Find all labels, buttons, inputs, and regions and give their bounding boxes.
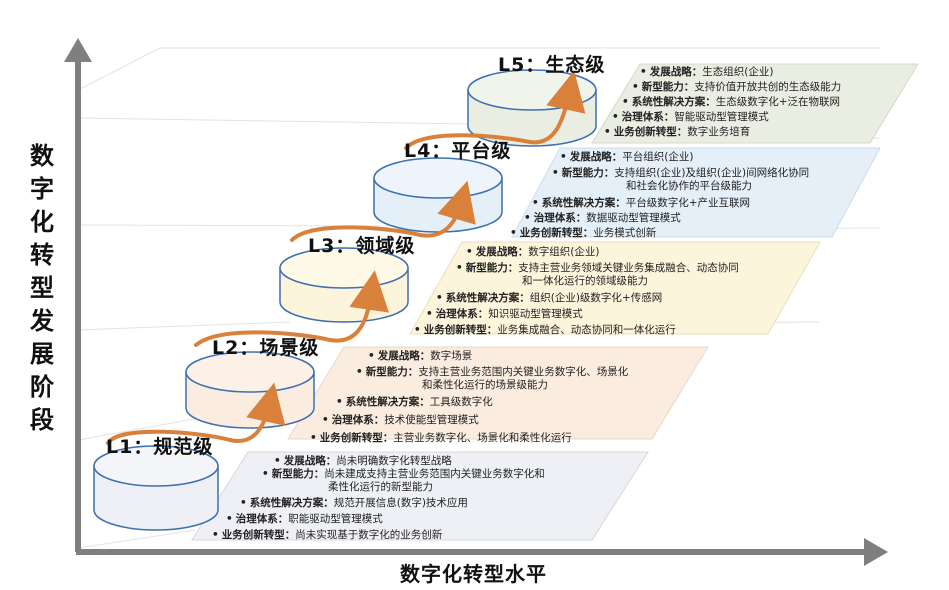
y-axis-label: 数 字 化 转 型 发 展 阶 段 bbox=[30, 142, 54, 434]
arrow-l4-l5-icon bbox=[404, 70, 586, 150]
list-item: •发展战略：数字组织(企业) bbox=[466, 246, 600, 258]
list-item: •系统性解决方案：工具级数字化 bbox=[336, 396, 493, 408]
arrow-l2-l3-icon bbox=[194, 270, 389, 347]
list-item-continuation: 和社会化协作的平台级能力 bbox=[626, 180, 752, 192]
list-item-continuation: 柔性化运行的新型能力 bbox=[328, 481, 433, 493]
level-title-l4: L4：平台级 bbox=[404, 140, 512, 162]
list-item: •系统性解决方案：平台级数字化+产业互联网 bbox=[532, 197, 751, 209]
list-item: •治理体系：智能驱动型管理模式 bbox=[612, 111, 769, 123]
panel-text-l3: •发展战略：数字组织(企业) •新型能力：支持主营业务领域关键业务集成融合、动态… bbox=[414, 246, 739, 337]
list-item: •治理体系：数据驱动型管理模式 bbox=[524, 212, 681, 224]
list-item: •治理体系：技术使能型管理模式 bbox=[322, 414, 479, 426]
list-item: •业务创新转型：主营业务数字化、场景化和柔性化运行 bbox=[310, 432, 572, 444]
x-axis-arrow-icon bbox=[864, 538, 888, 566]
list-item: •业务创新转型：尚未实现基于数字化的业务创新 bbox=[212, 529, 443, 541]
cylinder-l2 bbox=[185, 351, 315, 429]
list-item: •新型能力：支持组织(企业)及组织(企业)间网络化协同 bbox=[552, 167, 810, 179]
cylinder-l1 bbox=[93, 445, 219, 531]
list-item: •治理体系：知识驱动型管理模式 bbox=[426, 308, 583, 320]
list-item: •发展战略：平台组织(企业) bbox=[560, 151, 694, 163]
list-item-continuation: 和一体化运行的领域级能力 bbox=[522, 275, 648, 287]
list-item: •新型能力：支持主营业务范围内关键业务数字化、场景化 bbox=[356, 366, 629, 378]
panel-l3 bbox=[409, 241, 821, 335]
list-item: •发展战略：数字场景 bbox=[368, 350, 473, 362]
arrow-l3-l4-icon bbox=[290, 180, 476, 242]
list-item: •系统性解决方案：规范开展信息(数字)技术应用 bbox=[240, 497, 468, 509]
arrow-l1-l2-icon bbox=[106, 382, 286, 445]
panel-text-l4: •发展战略：平台组织(企业) •新型能力：支持组织(企业)及组织(企业)间网络化… bbox=[510, 151, 809, 240]
level-title-l5: L5：生态级 bbox=[498, 54, 606, 76]
list-item: •治理体系：职能驱动型管理模式 bbox=[226, 513, 383, 525]
cylinder-l4 bbox=[373, 157, 503, 233]
x-axis-label: 数字化转型水平 bbox=[400, 562, 547, 586]
level-title-l3: L3：领域级 bbox=[308, 235, 416, 257]
level-title-l1: L1：规范级 bbox=[106, 436, 214, 458]
panel-text-l2: •发展战略：数字场景 •新型能力：支持主营业务范围内关键业务数字化、场景化 和柔… bbox=[310, 350, 628, 445]
list-item: •新型能力：尚未建成支持主营业务范围内关键业务数字化和 bbox=[262, 468, 545, 480]
list-item: •系统性解决方案：组织(企业)级数字化+传感网 bbox=[436, 292, 663, 304]
progress-arrows bbox=[106, 70, 586, 445]
list-item: •发展战略：尚未明确数字化转型战略 bbox=[274, 455, 452, 467]
list-item: •业务创新转型：数字业务培育 bbox=[604, 126, 751, 138]
panel-l5 bbox=[591, 63, 919, 144]
panel-l4 bbox=[511, 147, 881, 238]
list-item: •系统性解决方案：生态级数字化+泛在物联网 bbox=[622, 96, 841, 108]
level-panels bbox=[191, 63, 919, 541]
axes bbox=[64, 38, 888, 566]
panel-text-l1: •发展战略：尚未明确数字化转型战略 •新型能力：尚未建成支持主营业务范围内关键业… bbox=[212, 455, 545, 542]
y-axis-arrow-icon bbox=[64, 38, 92, 62]
cylinder-l3 bbox=[279, 247, 409, 323]
list-item: •业务创新转型：业务集成融合、动态协同和一体化运行 bbox=[414, 324, 676, 336]
list-item: •业务创新转型：业务模式创新 bbox=[510, 227, 657, 239]
level-title-l2: L2：场景级 bbox=[212, 337, 320, 359]
list-item: •发展战略：生态组织(企业) bbox=[640, 66, 774, 78]
list-item-continuation: 和柔性化运行的场景级能力 bbox=[422, 379, 548, 391]
list-item: •新型能力：支持价值开放共创的生态级能力 bbox=[632, 81, 842, 93]
list-item: •新型能力：支持主营业务领域关键业务集成融合、动态协同 bbox=[456, 262, 739, 274]
panel-text-l5: •发展战略：生态组织(企业) •新型能力：支持价值开放共创的生态级能力 •系统性… bbox=[604, 66, 841, 139]
